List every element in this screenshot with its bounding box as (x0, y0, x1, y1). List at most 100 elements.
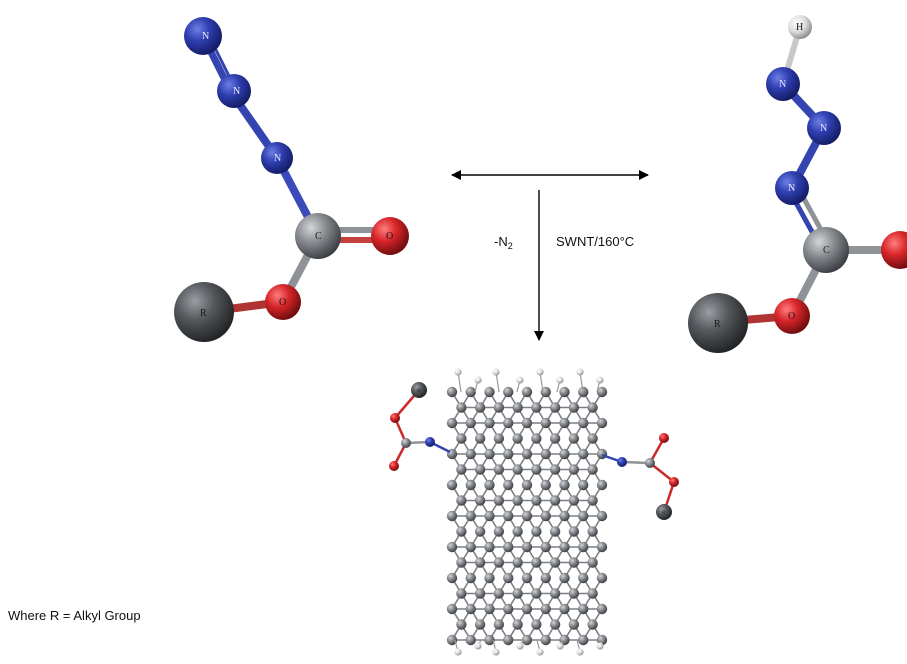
nanotube-carbon-atom (521, 479, 533, 491)
nanotube-hydrogen-atom (556, 642, 564, 650)
nanotube-carbon-atom (540, 572, 551, 584)
nanotube-carbon-atom (484, 448, 495, 460)
nanotube-carbon-atom (587, 433, 598, 444)
left-molecule: N N N C O O R (174, 17, 409, 342)
right-nitrogen-atom-3 (775, 171, 809, 205)
left-r-letter: R (200, 308, 207, 319)
nanotube-carbon-atom (512, 557, 523, 568)
right-nitrogen-atom-1 (766, 67, 800, 101)
nanotube-carbon-atom (559, 417, 570, 429)
nanotube-carbon-atom (512, 526, 523, 537)
right-h-letter: H (796, 22, 803, 33)
right-n2-letter: N (820, 123, 827, 134)
nanotube-carbon-atom (587, 588, 598, 599)
nanotube-carbon-atom (446, 510, 458, 522)
nanotube-carbon-atom (465, 634, 476, 646)
nanotube-carbon-atom (503, 417, 514, 429)
nanotube-carbon-atom (559, 603, 570, 615)
nanotube-carbon-atom (540, 634, 551, 646)
nanotube-carbon-atom (465, 448, 476, 460)
left-nitrogen-atom-3 (261, 142, 293, 174)
nanotube-carbon-atom (484, 479, 495, 491)
nanotube-carbon-atom (596, 510, 608, 522)
nanotube-carbon-atom (568, 557, 580, 568)
nanotube-carbon-atom (474, 433, 486, 444)
nanotube-carbon-atom (540, 603, 551, 615)
nanotube-carbon-atom (512, 433, 523, 444)
nanotube-carbon-atom (474, 588, 486, 599)
nanotube-carbon-atom (596, 541, 608, 553)
nanotube-carbon-atom (596, 386, 608, 398)
nanotube-carbon-atom (596, 448, 608, 460)
nanotube-carbon-atom (549, 557, 561, 568)
right-molecule: H N N N C O R (688, 15, 907, 353)
nanotube-carbon-atom (531, 526, 542, 537)
condition-loss-of-nitrogen: -N2 (494, 234, 513, 251)
nanotube-carbon-atom (484, 541, 495, 553)
nanotube-carbon-atom (568, 402, 580, 413)
right-oxygen-atom-ester (774, 298, 810, 334)
nanotube-left-oxygen-1 (389, 461, 399, 471)
nanotube-carbon-atom (503, 572, 514, 584)
nanotube-carbon-atom (559, 448, 570, 460)
nanotube-carbon-atom (531, 433, 542, 444)
nanotube-carbon-atom (474, 619, 486, 630)
nanotube-carbon-atom (456, 588, 467, 599)
nanotube-carbon-atom (456, 557, 467, 568)
nanotube-carbon-atom (578, 603, 589, 615)
nanotube-carbon-atom (531, 495, 542, 506)
nanotube-carbon-atom (465, 479, 476, 491)
left-n1-letter: N (202, 31, 209, 42)
left-oxygen-atom-ester (265, 284, 301, 320)
nanotube-carbon-atom (559, 541, 570, 553)
nanotube-carbon-atom (568, 619, 580, 630)
nanotube-hydrogen-atom (474, 642, 482, 650)
nanotube-carbon-atom (596, 603, 608, 615)
nanotube-right-substituent: R (601, 433, 679, 520)
nanotube-carbon-atom (549, 402, 561, 413)
nanotube-carbon-atom (596, 572, 608, 584)
nanotube-carbon-atom (493, 433, 505, 444)
nanotube-carbon-atom (484, 572, 495, 584)
nanotube-carbon-atom (587, 619, 598, 630)
reaction-arrows (451, 170, 649, 341)
nanotube-carbon-atom (521, 634, 533, 646)
nanotube-right-alkyl (656, 504, 672, 520)
nanotube-left-alkyl (411, 382, 427, 398)
nanotube-carbon-atom (465, 572, 476, 584)
nanotube-carbon-atom (568, 526, 580, 537)
nanotube-carbon-atom (578, 541, 589, 553)
nanotube-left-carbon (401, 438, 411, 448)
nanotube-carbon-atom (465, 541, 476, 553)
left-c-letter: C (315, 231, 322, 242)
nanotube-carbon-atom (456, 495, 467, 506)
nanotube-left-nitrogen (425, 437, 435, 447)
nanotube-carbon-atom (493, 557, 505, 568)
nanotube-left-r-letter: R (417, 389, 421, 394)
nanotube-hydrogen-atom (516, 376, 524, 384)
nanotube-carbon-atom (474, 402, 486, 413)
nanotube-carbon-atom (521, 417, 533, 429)
nanotube-hydrogen-atom (474, 376, 482, 384)
nanotube-carbon-atom (493, 588, 505, 599)
nanotube-carbon-atom (456, 526, 467, 537)
nanotube-carbon-atom (456, 402, 467, 413)
nanotube-carbon-atom (587, 402, 598, 413)
nanotube-carbon-atom (578, 479, 589, 491)
right-n3-letter: N (788, 183, 795, 194)
nanotube-hydrogen-atom (576, 648, 584, 656)
right-hydrogen-atom (788, 15, 812, 39)
nanotube-carbon-atom (587, 495, 598, 506)
nanotube-carbon-atom (540, 479, 551, 491)
nanotube-carbon-atom (521, 572, 533, 584)
condition-swnt-temperature: SWNT/160°C (556, 234, 634, 249)
nanotube-carbon-atom (578, 510, 589, 522)
right-carbon-atom (803, 227, 849, 273)
nanotube-carbon-atom (503, 634, 514, 646)
nanotube-carbon-atom (465, 386, 476, 398)
nanotube-carbon-atom (568, 588, 580, 599)
nanotube-carbon-atom (484, 634, 495, 646)
footnote-alkyl-definition: Where R = Alkyl Group (8, 608, 141, 623)
right-alkyl-sphere (688, 293, 748, 353)
